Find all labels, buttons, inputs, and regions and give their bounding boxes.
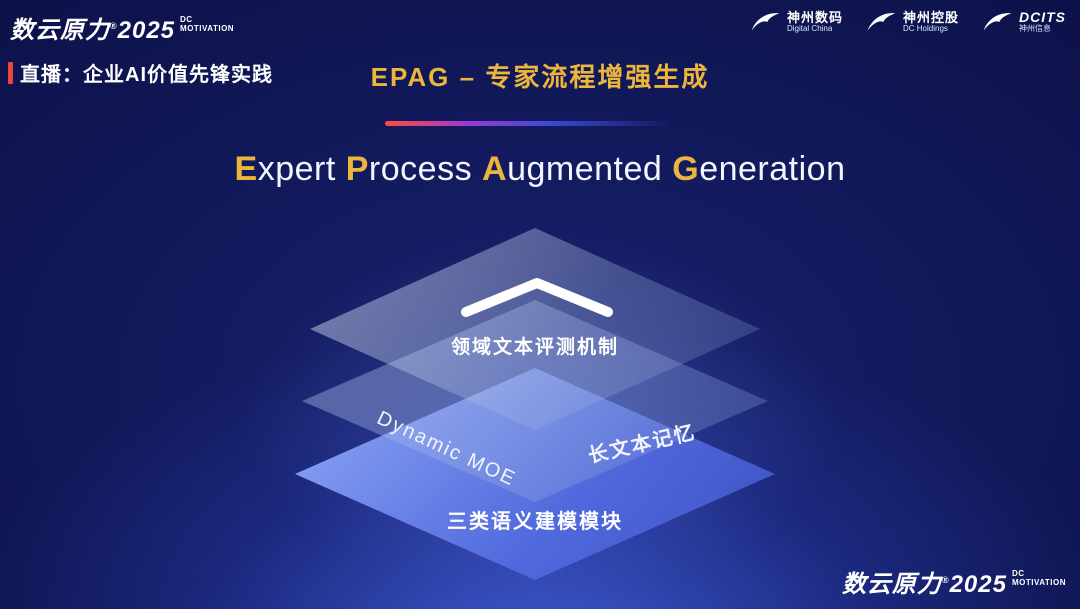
- chevron-up-icon: [452, 270, 622, 327]
- brand-name: 数云原力: [10, 17, 110, 44]
- page-title-cn: EPAG – 专家流程增强生成: [370, 62, 710, 92]
- live-label: 直播：企业AI价值先锋实践: [8, 58, 273, 87]
- footer-brand-subtitle: DC MOTIVATION: [1011, 569, 1066, 588]
- brand-registered-mark: ®: [110, 21, 118, 31]
- layer-top-label: 领域文本评测机制: [450, 337, 619, 358]
- dc-swoosh-icon: [981, 11, 1013, 33]
- dc-swoosh-icon: [749, 11, 781, 33]
- logo-digital-china: 神州数码 Digital China: [749, 10, 843, 34]
- brand-logo: 数云原力®2025 DC MOTIVATION: [10, 10, 234, 45]
- logo-dcits: DCITS 神州信息: [981, 9, 1066, 34]
- footer-brand-wordmark: 数云原力®2025: [841, 571, 1007, 598]
- gradient-divider: [385, 121, 667, 126]
- logo-dc-holdings: 神州控股 DC Holdings: [865, 10, 959, 34]
- live-label-text: 直播：企业AI价值先锋实践: [20, 64, 273, 86]
- dc-swoosh-icon: [865, 11, 897, 33]
- brand-subtitle: DC MOTIVATION: [180, 15, 235, 34]
- page-title-en: Expert Process Augmented Generation: [234, 150, 846, 188]
- brand-year: 2025: [117, 17, 176, 44]
- partner-logos: 神州数码 Digital China 神州控股 DC Holdings DCIT…: [749, 9, 1066, 34]
- footer-brand-logo: 数云原力®2025 DC MOTIVATION: [842, 564, 1066, 599]
- red-accent-bar: [8, 61, 13, 84]
- layer-bottom-label: 三类语义建模模块: [447, 511, 623, 533]
- brand-wordmark: 数云原力®2025: [10, 10, 175, 45]
